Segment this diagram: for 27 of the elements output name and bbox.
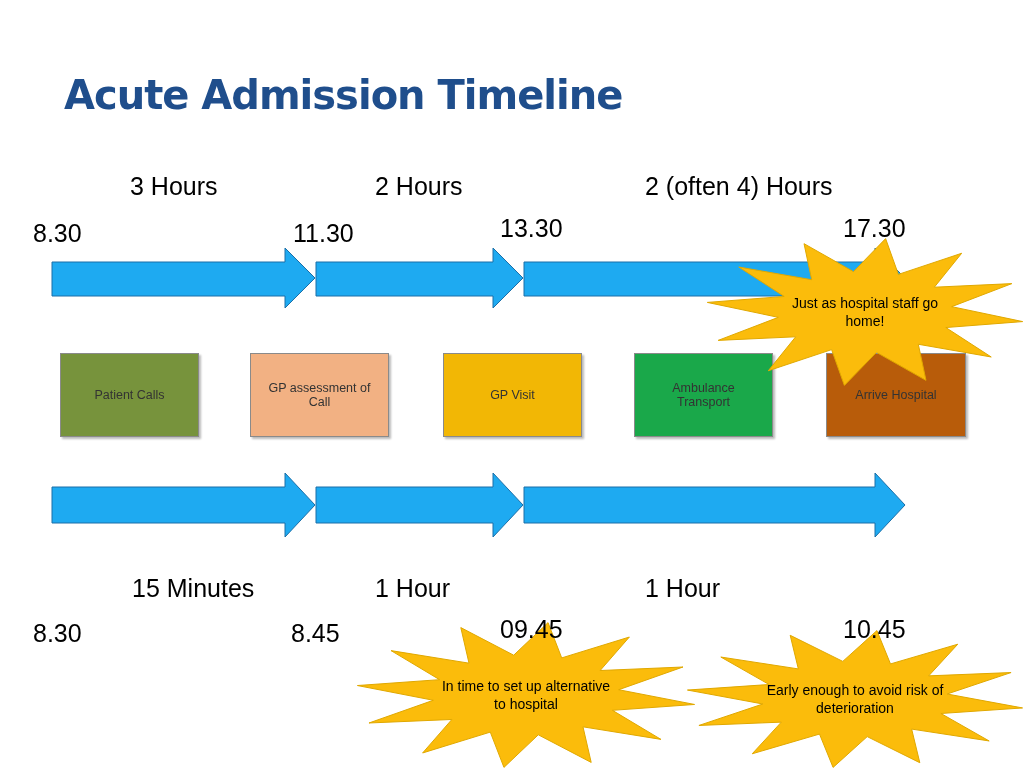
box-label: Arrive Hospital — [854, 388, 938, 402]
starburst-callout — [356, 622, 696, 768]
callout-text: Just as hospital staff go home! — [790, 293, 940, 331]
box-label: GP assessment of Call — [267, 381, 372, 409]
callout-text: In time to set up alternative to hospital — [440, 676, 612, 714]
time-label: 11.30 — [293, 221, 354, 246]
box-label: GP Visit — [489, 388, 536, 402]
time-label: 10.45 — [843, 617, 906, 642]
box-label: Ambulance Transport — [671, 381, 736, 409]
duration-label: 1 Hour — [645, 576, 721, 601]
time-label: 8.45 — [291, 621, 340, 646]
duration-label: 2 (often 4) Hours — [645, 174, 833, 199]
process-box — [250, 353, 389, 437]
time-label: 8.30 — [33, 221, 82, 246]
process-box — [60, 353, 199, 437]
time-label: 17.30 — [843, 216, 906, 241]
duration-label: 15 Minutes — [132, 576, 255, 601]
duration-label: 2 Hours — [375, 174, 463, 199]
time-label: 13.30 — [500, 216, 563, 241]
process-box — [634, 353, 773, 437]
duration-label: 3 Hours — [130, 174, 218, 199]
callout-text: Early enough to avoid risk of deterioration — [765, 680, 945, 718]
time-label: 8.30 — [33, 621, 82, 646]
slide-title: Acute Admission Timeline — [64, 72, 623, 118]
duration-label: 1 Hour — [375, 576, 451, 601]
box-label: Patient Calls — [93, 388, 166, 402]
process-box — [443, 353, 582, 437]
